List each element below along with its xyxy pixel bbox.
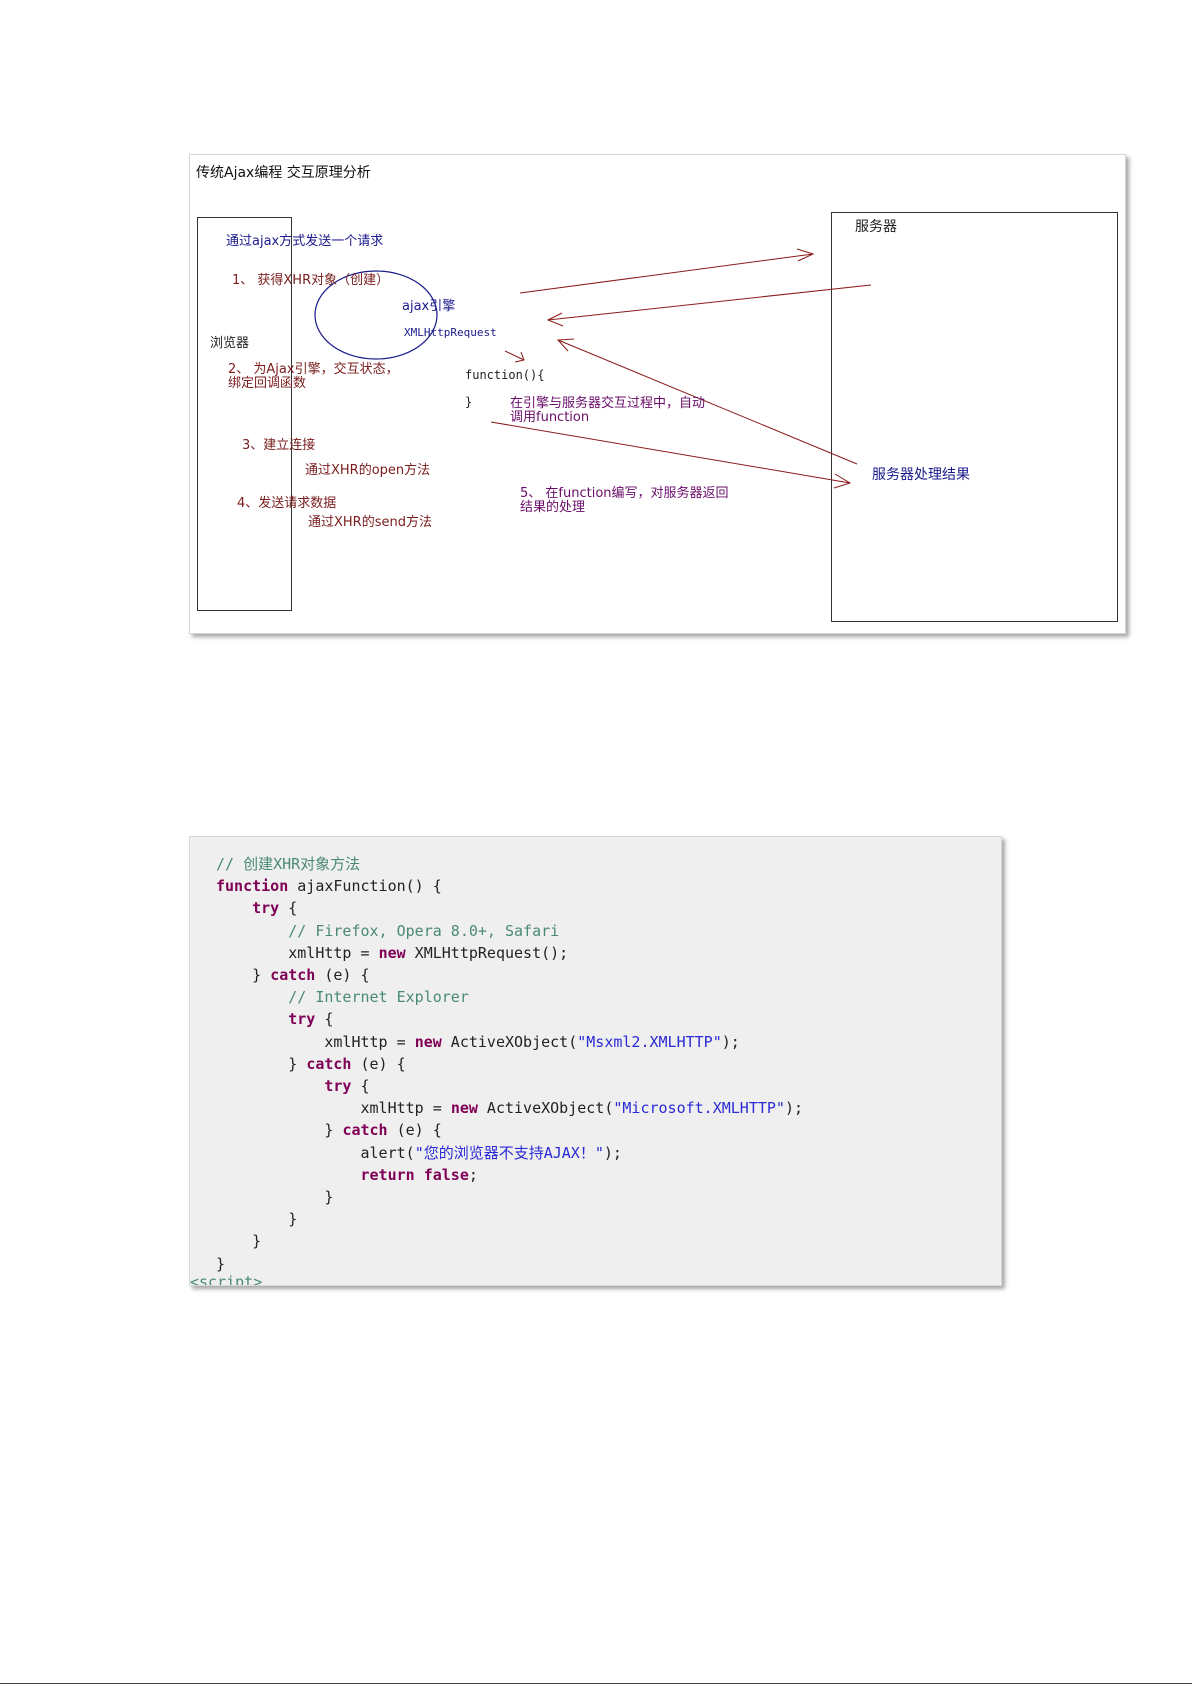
code-text: xmlHttp =: [288, 943, 379, 962]
code-string: "Microsoft.XMLHTTP": [613, 1099, 785, 1118]
auto-call-line1: 在引擎与服务器交互过程中，自动: [510, 396, 706, 411]
code-string: "您的浏览器不支持AJAX！": [414, 1143, 604, 1162]
step4-label: 4、发送请求数据: [237, 496, 337, 511]
server-label: 服务器: [855, 219, 897, 235]
ajax-principle-diagram: 传统Ajax编程 交互原理分析 通过ajax方式发送一个请求 1、 获得XHR对…: [189, 154, 1126, 634]
code-keyword: catch: [342, 1121, 388, 1140]
step5-line1: 5、 在function编写，对服务器返回: [520, 486, 729, 501]
server-result-label: 服务器处理结果: [872, 467, 970, 483]
code-comment-title: // 创建XHR对象方法: [216, 855, 361, 873]
code-keyword: catch: [270, 966, 316, 985]
arrow-server-to-engine: [547, 284, 872, 321]
code-text: xmlHttp =: [360, 1099, 451, 1118]
code-text: ActiveXObject(: [477, 1099, 614, 1118]
code-keyword: new: [414, 1032, 442, 1051]
arrow-function-to-result: [490, 421, 851, 484]
code-text: (e) {: [315, 966, 370, 985]
code-comment: // Internet Explorer: [288, 988, 469, 1007]
code-text: xmlHttp =: [324, 1032, 415, 1051]
arrow-engine-to-server: [519, 253, 814, 294]
code-text: );: [721, 1032, 740, 1051]
step5-line2: 结果的处理: [520, 500, 586, 515]
xhr-label: XMLHttpRequest: [404, 326, 497, 339]
code-keyword: new: [378, 943, 406, 962]
arrow-engine-to-function: [504, 350, 525, 361]
code-keyword: catch: [306, 1054, 352, 1073]
code-keyword: function: [216, 877, 289, 896]
code-text: ajaxFunction() {: [288, 877, 442, 896]
code-string: "Msxml2.XMLHTTP": [577, 1032, 722, 1051]
step2-label-line1: 2、 为Ajax引擎，交互状态，: [228, 362, 399, 377]
function-open-label: function(){: [465, 368, 545, 382]
code-text: alert(: [360, 1143, 415, 1162]
code-snippet: // 创建XHR对象方法 function ajaxFunction() { t…: [189, 836, 1002, 1286]
page-bottom-rule: [0, 1683, 1192, 1684]
code-cut-off-line: <script>: [190, 1273, 263, 1286]
code-keyword: try: [288, 1010, 316, 1029]
code-keyword: try: [324, 1077, 352, 1096]
engine-label: ajax引擎: [402, 299, 456, 314]
function-close-label: }: [465, 395, 473, 409]
ajax-engine-ellipse: [314, 270, 438, 360]
browser-label: 浏览器: [210, 336, 250, 351]
code-text: );: [784, 1099, 804, 1118]
code-keyword: new: [450, 1099, 478, 1118]
code-keyword: false: [423, 1165, 469, 1184]
code-text: ActiveXObject(: [441, 1032, 578, 1051]
diagram-title: 传统Ajax编程 交互原理分析: [196, 165, 371, 181]
step2-label-line2: 绑定回调函数: [228, 376, 307, 391]
code-comment: // Firefox, Opera 8.0+, Safari: [288, 921, 560, 940]
code-text: (e) {: [351, 1054, 406, 1073]
request-label: 通过ajax方式发送一个请求: [226, 234, 384, 249]
browser-box: [197, 217, 292, 611]
step3-label: 3、建立连接: [242, 438, 316, 453]
code-text: (e) {: [387, 1121, 442, 1140]
code-text: XMLHttpRequest();: [405, 943, 569, 962]
code-keyword: try: [252, 899, 280, 918]
arrow-result-to-engine: [557, 339, 858, 465]
code-block: // 创建XHR对象方法 function ajaxFunction() { t…: [216, 855, 804, 1273]
step1-label: 1、 获得XHR对象（创建）: [232, 273, 390, 288]
server-box: [831, 212, 1118, 622]
step4-note: 通过XHR的send方法: [308, 515, 432, 530]
code-text: );: [603, 1143, 622, 1162]
diagram-arrows: [314, 248, 872, 489]
code-keyword: return: [360, 1165, 415, 1184]
auto-call-line2: 调用function: [510, 410, 590, 425]
step3-note: 通过XHR的open方法: [305, 463, 431, 478]
